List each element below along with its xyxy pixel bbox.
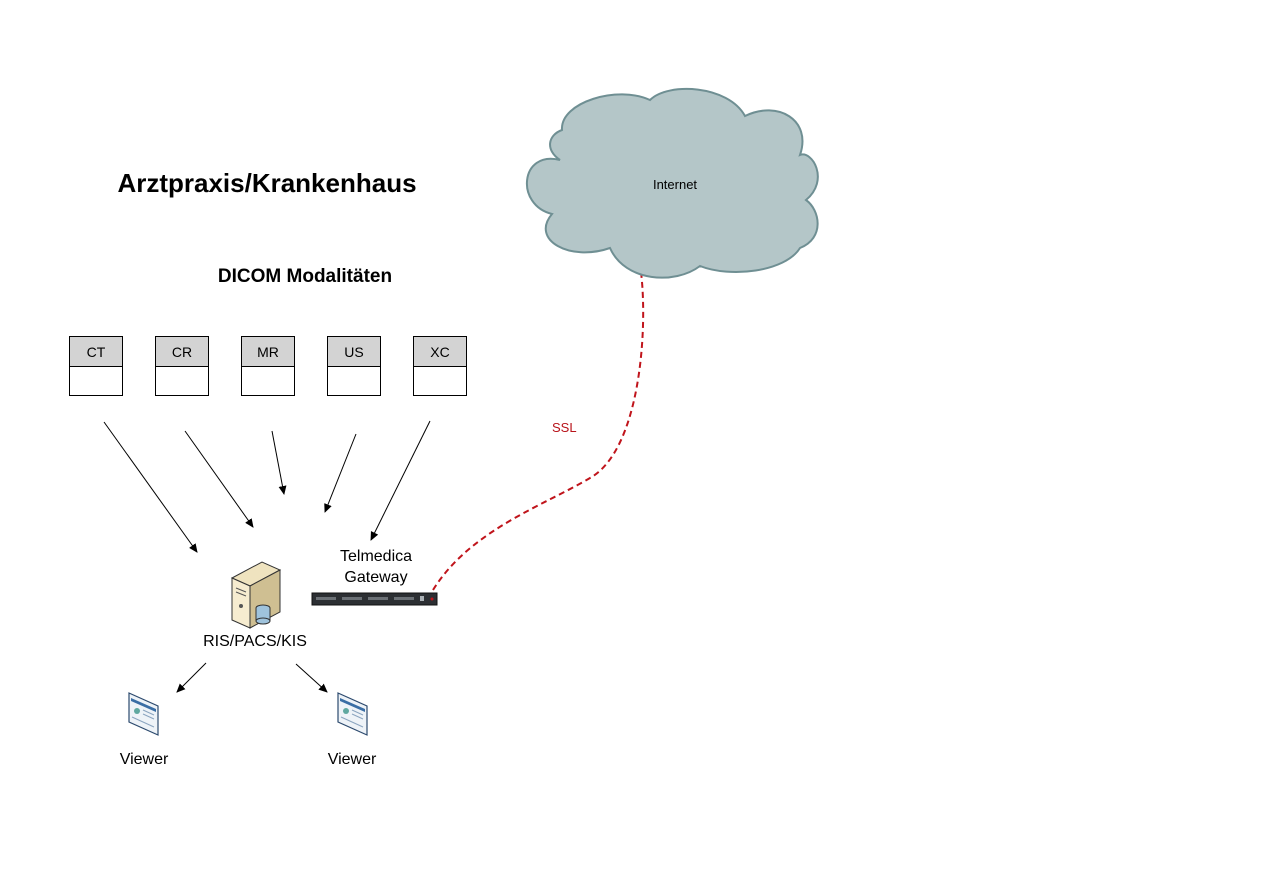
viewer-icon-right bbox=[337, 692, 368, 736]
modality-ct: CT bbox=[69, 336, 123, 396]
modalities-heading: DICOM Modalitäten bbox=[217, 266, 393, 287]
modality-ct-label: CT bbox=[70, 337, 122, 367]
arrow-server-to-viewer-left bbox=[176, 662, 207, 693]
internet-label: Internet bbox=[652, 177, 698, 192]
modality-mr: MR bbox=[241, 336, 295, 396]
viewer-icon-left bbox=[128, 692, 159, 736]
arrow-us-to-gateway bbox=[324, 433, 357, 513]
server-label: RIS/PACS/KIS bbox=[203, 633, 307, 650]
arrow-server-to-viewer-right bbox=[295, 663, 328, 693]
internet-cloud bbox=[526, 88, 819, 279]
ssl-label: SSL bbox=[552, 420, 577, 435]
modality-xc: XC bbox=[413, 336, 467, 396]
page-title: Arztpraxis/Krankenhaus bbox=[117, 168, 417, 198]
modality-cr: CR bbox=[155, 336, 209, 396]
ssl-connection-line bbox=[432, 271, 645, 591]
gateway-label: Telmedica Gateway bbox=[316, 546, 436, 588]
modality-us-label: US bbox=[328, 337, 380, 367]
viewer-label-right: Viewer bbox=[327, 751, 377, 768]
arrow-ct-to-server bbox=[103, 421, 198, 553]
arrow-xc-to-gateway bbox=[370, 420, 431, 541]
gateway-label-line2: Gateway bbox=[344, 569, 408, 586]
server-icon bbox=[230, 561, 282, 629]
modality-us: US bbox=[327, 336, 381, 396]
modality-xc-label: XC bbox=[414, 337, 466, 367]
arrow-mr-to-server bbox=[271, 430, 287, 495]
arrow-cr-to-server bbox=[184, 430, 254, 528]
modality-cr-label: CR bbox=[156, 337, 208, 367]
gateway-device-icon bbox=[311, 592, 438, 606]
viewer-label-left: Viewer bbox=[119, 751, 169, 768]
gateway-label-line1: Telmedica bbox=[339, 548, 413, 565]
modality-mr-label: MR bbox=[242, 337, 294, 367]
